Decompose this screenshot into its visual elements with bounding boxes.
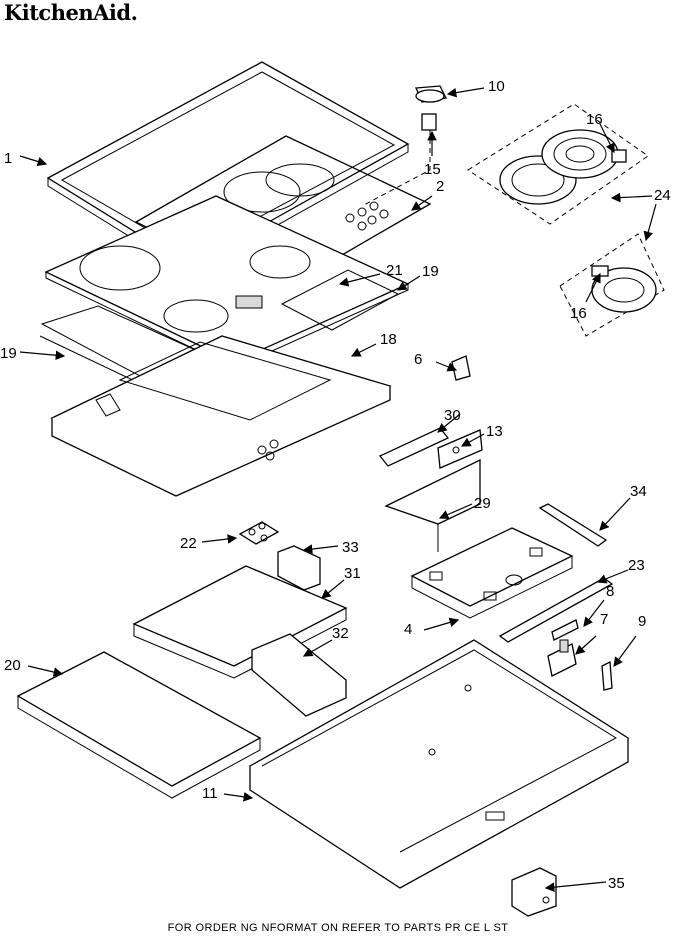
part-34-rail <box>538 503 608 547</box>
brand-logo: KitchenAid. <box>4 0 138 25</box>
callout-6: 6 <box>414 351 422 368</box>
control-knob-holes <box>345 201 389 231</box>
callout-21: 21 <box>386 262 403 279</box>
callout-8: 8 <box>606 583 614 600</box>
callout-7: 7 <box>600 611 608 628</box>
part-24-single-element <box>559 233 665 337</box>
part-11-base-box <box>248 639 630 889</box>
footer-note: FOR ORDER NG NFORMAT ON REFER TO PARTS P… <box>167 922 509 934</box>
callout-30: 30 <box>444 407 461 424</box>
callout-1: 1 <box>4 150 12 167</box>
callout-9: 9 <box>638 613 646 630</box>
callout-24: 24 <box>654 187 671 204</box>
part-15-knob-seal <box>361 113 437 207</box>
callout-35: 35 <box>608 875 625 892</box>
part-21-gasket-strip <box>280 269 400 331</box>
callout-15: 15 <box>424 161 441 178</box>
part-10-control-knob <box>415 85 447 103</box>
callout-23: 23 <box>628 557 645 574</box>
brand-text: KitchenAid. <box>4 0 138 25</box>
leader-lines <box>19 87 657 892</box>
callout-22: 22 <box>180 535 197 552</box>
callout-16-bottom: 16 <box>570 305 587 322</box>
callout-13: 13 <box>486 423 503 440</box>
part-9-indicator-light <box>601 660 613 691</box>
part-8-clip <box>551 619 579 641</box>
callout-33: 33 <box>342 539 359 556</box>
callout-2: 2 <box>436 178 444 195</box>
part-35-bracket <box>511 867 557 917</box>
callout-34: 34 <box>630 483 647 500</box>
part-18-burner-box <box>50 335 392 497</box>
callout-10: 10 <box>488 78 505 95</box>
callout-19-left: 19 <box>0 345 17 362</box>
part-4-control-plate <box>410 527 574 619</box>
callout-32: 32 <box>332 625 349 642</box>
part-29-mounting-bracket <box>384 458 481 552</box>
callout-18: 18 <box>380 331 397 348</box>
callout-16-top: 16 <box>586 111 603 128</box>
callout-labels: 1 2 4 6 7 8 9 10 11 13 15 16 16 18 19 19… <box>0 78 671 892</box>
part-24-surface-elements <box>467 103 649 225</box>
part-23-bracket-rail <box>498 577 614 643</box>
part-22-insulator <box>238 521 280 545</box>
callout-19-right: 19 <box>422 263 439 280</box>
callout-29: 29 <box>474 495 491 512</box>
part-33-bracket <box>277 545 321 591</box>
part-7-switch <box>547 639 577 677</box>
part-6-clip <box>451 355 471 381</box>
callout-20: 20 <box>4 657 21 674</box>
callout-4: 4 <box>404 621 412 638</box>
part-30-bracket <box>378 427 450 467</box>
callout-31: 31 <box>344 565 361 582</box>
part-20-base-tray <box>16 651 262 799</box>
part-31-side-panel <box>132 565 348 679</box>
callout-11: 11 <box>202 785 218 802</box>
part-32-bracket <box>251 633 347 717</box>
